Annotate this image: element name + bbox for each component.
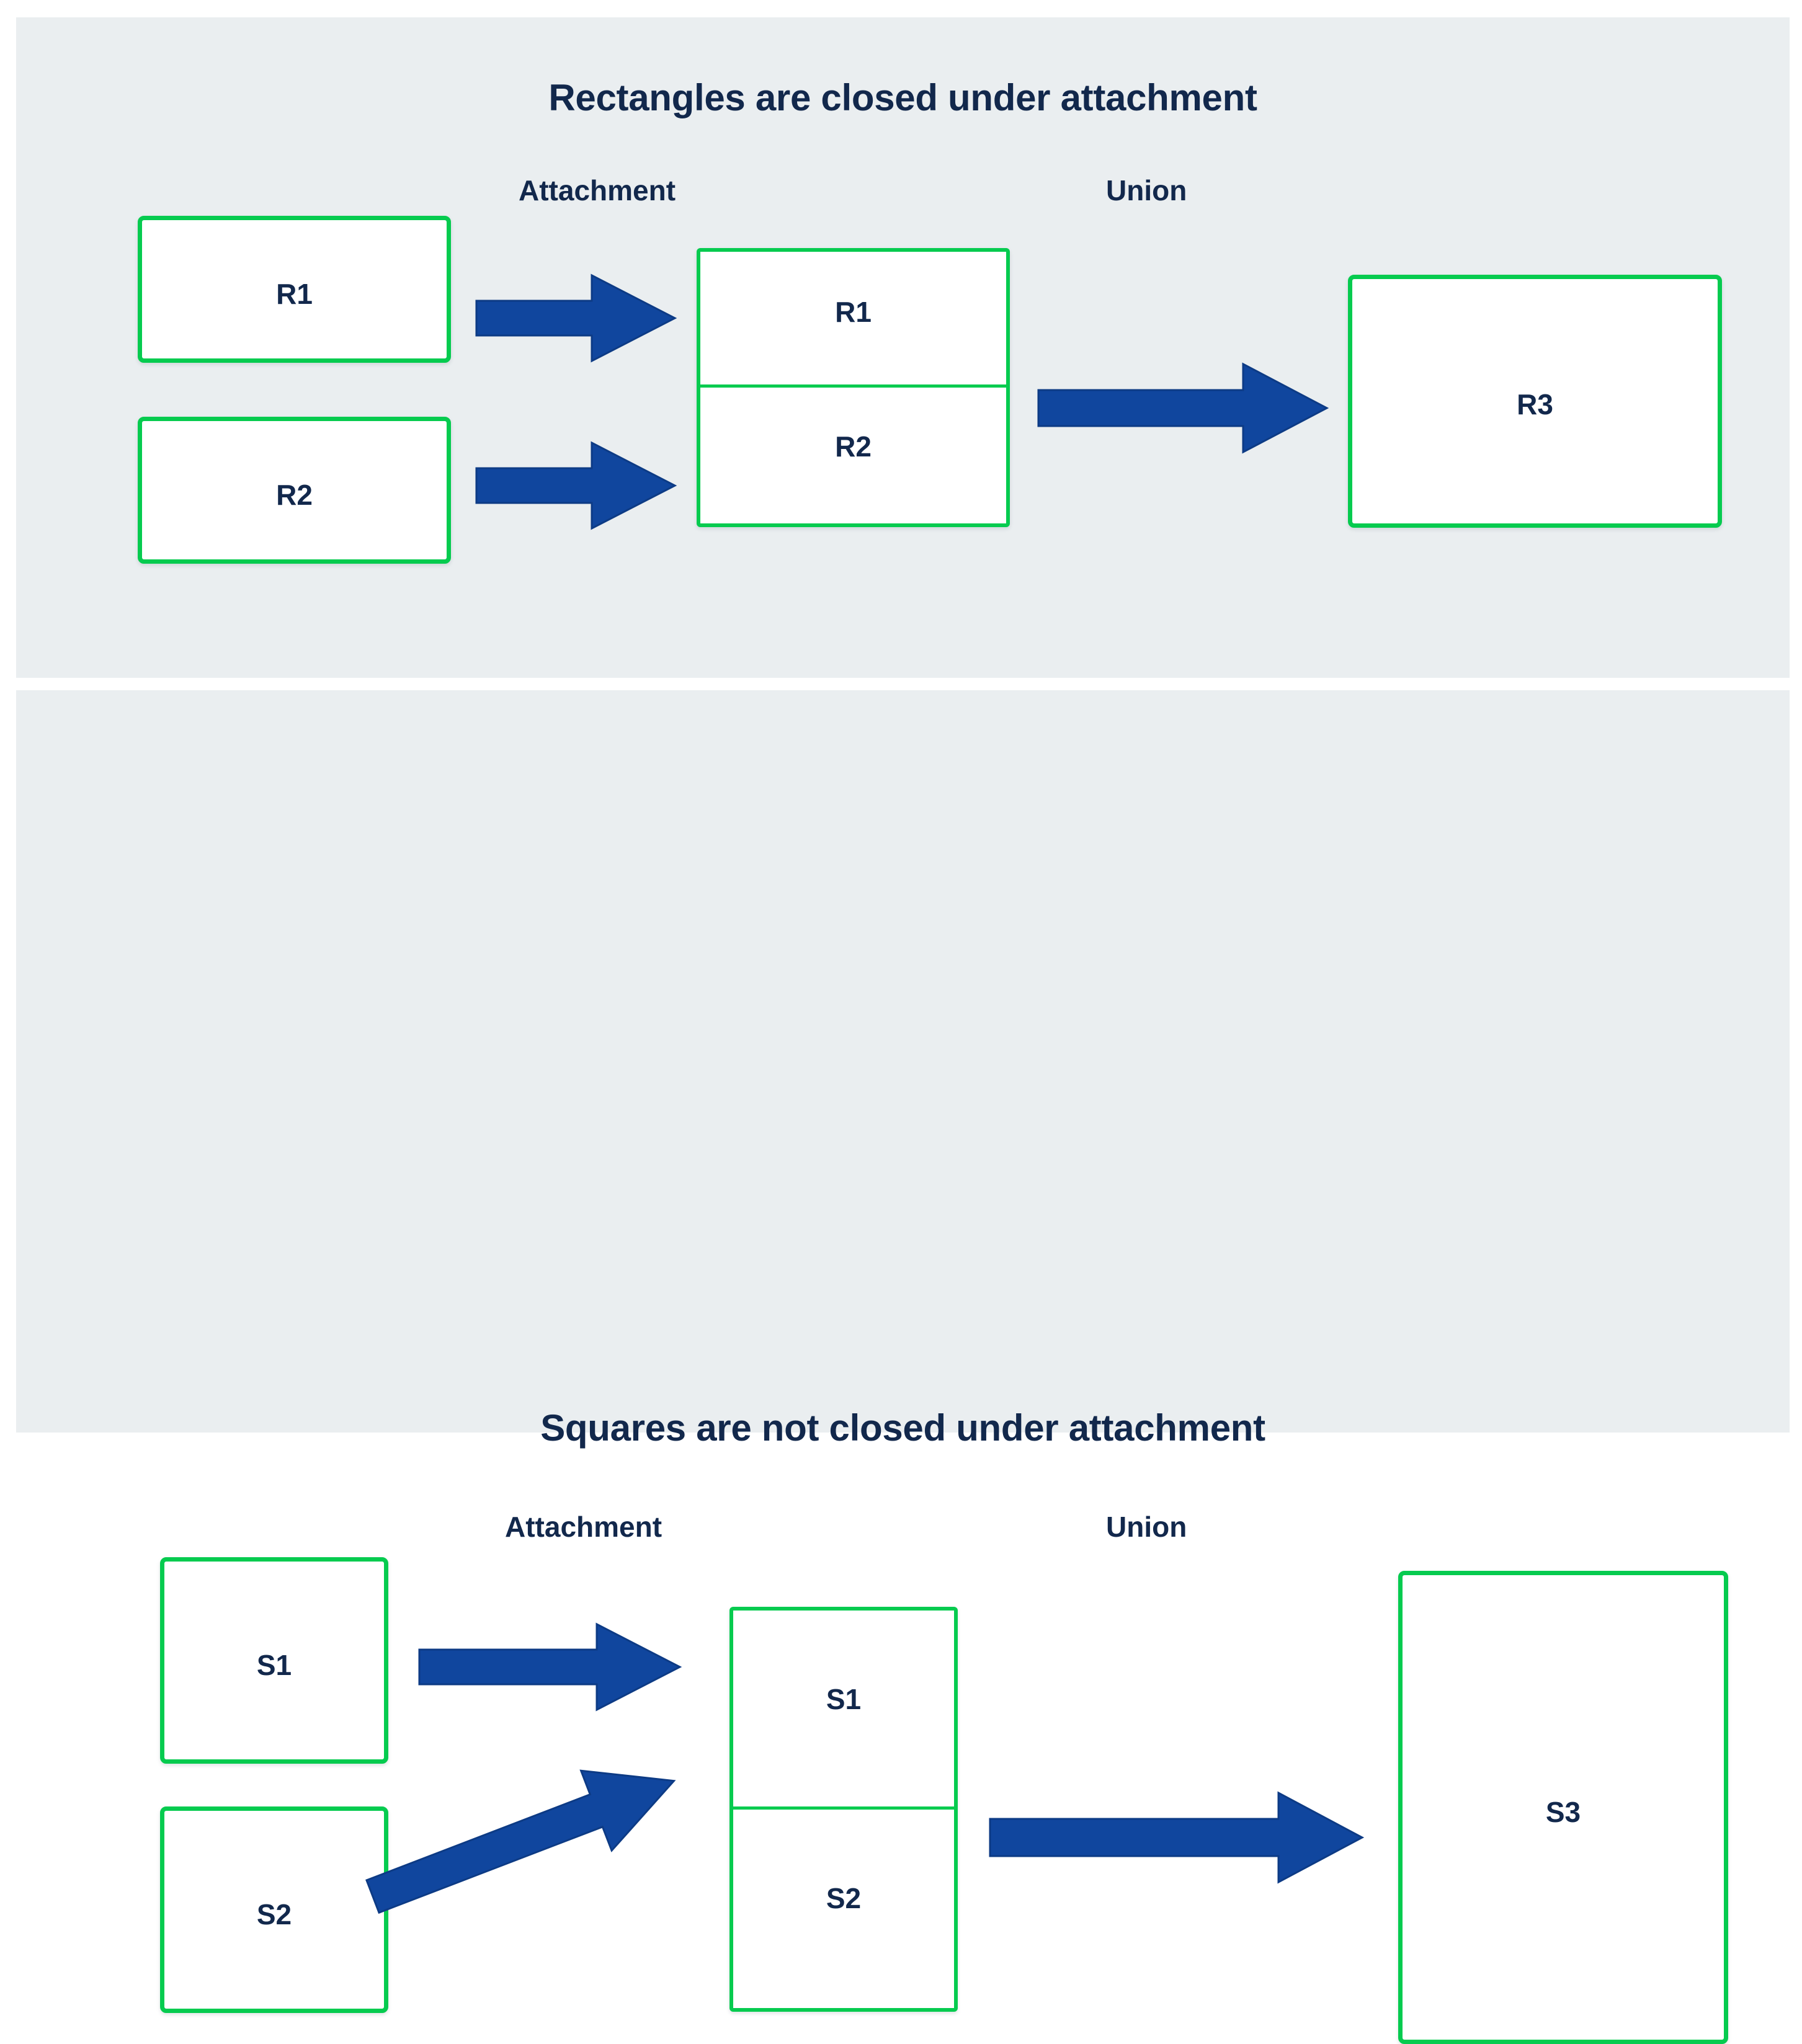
shape-box-s1: S1 <box>160 1557 388 1764</box>
right-arrow-icon-attachment-r2 <box>475 441 677 530</box>
attached-stack-rectangles: R1 R2 <box>697 248 1010 527</box>
diagram-root: Rectangles are closed under attachment A… <box>16 17 1790 2044</box>
shape-label-r2: R2 <box>276 479 313 511</box>
operation-label-union-rectangles: Union <box>1106 174 1187 207</box>
shape-box-s3: S3 <box>1398 1571 1728 2044</box>
attached-stack-squares: S1 S2 <box>729 1607 958 2012</box>
shape-label-r1: R1 <box>276 278 313 310</box>
shape-label-attached-s2: S2 <box>826 1882 862 1914</box>
attached-cell-s2: S2 <box>733 1810 954 2009</box>
attached-cell-s1: S1 <box>733 1611 954 1810</box>
operation-label-attachment-rectangles: Attachment <box>519 174 676 207</box>
shape-label-s2: S2 <box>256 1898 292 1931</box>
shape-label-attached-r1: R1 <box>835 296 872 328</box>
attached-cell-r1: R1 <box>700 252 1006 388</box>
page-title-rectangles: Rectangles are closed under attachment <box>548 77 1257 118</box>
shape-label-s3: S3 <box>1545 1796 1581 1828</box>
right-arrow-icon-union-squares <box>989 1791 1365 1884</box>
right-arrow-icon-attachment-r1 <box>475 273 677 363</box>
shape-box-r3: R3 <box>1348 275 1722 528</box>
shape-label-s1: S1 <box>256 1649 292 1681</box>
right-arrow-icon-attachment-s1 <box>418 1622 682 1712</box>
shape-label-attached-r2: R2 <box>835 430 872 463</box>
shape-label-attached-s1: S1 <box>826 1683 862 1715</box>
shape-label-r3: R3 <box>1517 388 1553 420</box>
shape-box-s2: S2 <box>160 1806 388 2013</box>
right-arrow-icon-union-rectangles <box>1037 362 1329 454</box>
operation-label-attachment-squares: Attachment <box>505 1511 662 1543</box>
page-title-squares: Squares are not closed under attachment <box>540 1407 1265 1449</box>
right-arrow-tilted-icon-attachment-s2 <box>365 1769 676 1914</box>
panel-squares: Squares are not closed under attachment … <box>16 690 1790 2044</box>
panel-rectangles: Rectangles are closed under attachment A… <box>16 17 1790 678</box>
attached-cell-r2: R2 <box>700 388 1006 523</box>
operation-label-union-squares: Union <box>1106 1511 1187 1543</box>
shape-box-r2: R2 <box>138 417 451 564</box>
shape-box-r1: R1 <box>138 216 451 363</box>
